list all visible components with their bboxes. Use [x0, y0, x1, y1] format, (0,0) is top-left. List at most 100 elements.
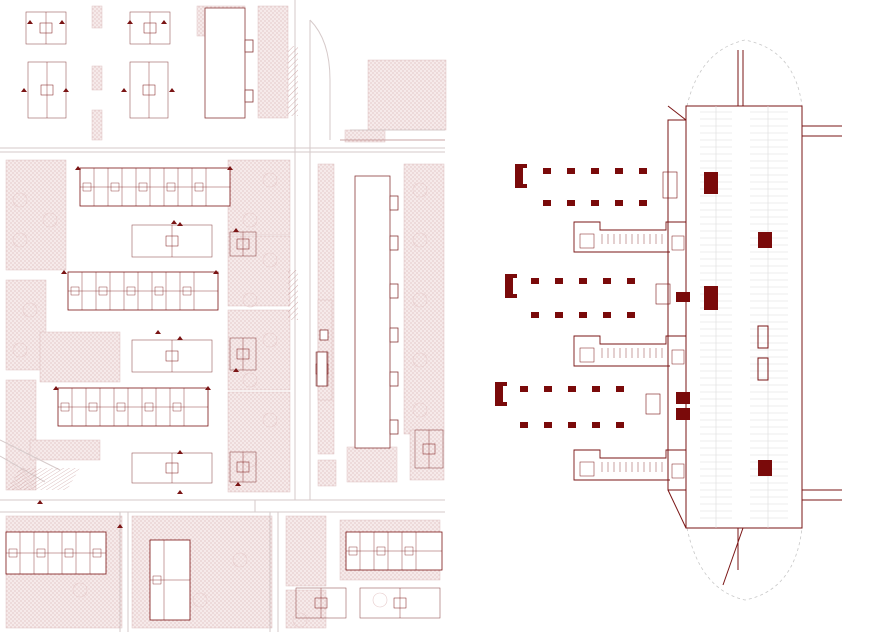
pillar	[568, 422, 576, 428]
stair-core	[154, 286, 164, 296]
pillar	[579, 278, 587, 284]
pillar	[544, 386, 552, 392]
pillar	[555, 312, 563, 318]
solid-block	[676, 292, 690, 302]
hall-outline	[685, 105, 803, 529]
pillar	[591, 200, 599, 206]
small-core	[655, 283, 671, 305]
stair-core	[8, 548, 18, 558]
pillar	[603, 312, 611, 318]
tree	[12, 342, 28, 358]
lift-box	[757, 357, 769, 381]
wing-core	[671, 463, 685, 479]
marker	[37, 500, 43, 504]
pillar	[627, 312, 635, 318]
tree	[412, 352, 428, 368]
wings	[573, 171, 769, 481]
main-hall	[667, 50, 842, 586]
stair-core	[166, 182, 176, 192]
solid-block	[704, 286, 718, 310]
pillar	[579, 312, 587, 318]
marker	[213, 270, 219, 274]
pillar	[520, 422, 528, 428]
road-lines	[0, 0, 445, 632]
stair-core	[138, 182, 148, 192]
stair-core	[98, 286, 108, 296]
pillar	[616, 386, 624, 392]
stair-core	[60, 402, 70, 412]
marker	[117, 524, 123, 528]
corner-edge	[667, 489, 687, 529]
hatch-area	[227, 309, 291, 391]
wing-outline	[573, 221, 686, 253]
stair-core	[194, 182, 204, 192]
wing-room	[579, 347, 595, 363]
hall-side	[667, 119, 687, 491]
pillar	[639, 200, 647, 206]
corner-edge	[667, 105, 687, 121]
hatch-area	[257, 5, 289, 119]
solid-block	[704, 172, 718, 194]
outline-core	[393, 597, 407, 609]
wing-outline	[573, 335, 686, 367]
stair-line	[722, 527, 744, 586]
tree	[42, 212, 58, 228]
pillar	[531, 278, 539, 284]
pillar	[592, 386, 600, 392]
hatch-area	[317, 459, 337, 487]
hatch-area	[227, 391, 291, 493]
solid-block	[758, 460, 772, 476]
marker	[227, 166, 233, 170]
tree	[242, 292, 258, 308]
outline-core	[40, 84, 54, 96]
hatch-area	[227, 235, 291, 307]
outline-core	[314, 597, 328, 609]
marker	[233, 228, 239, 232]
hatch-area	[5, 279, 47, 371]
stair-core	[182, 286, 192, 296]
marker	[235, 482, 241, 486]
stair-core	[126, 286, 136, 296]
stair-core	[92, 548, 102, 558]
solid-block	[676, 408, 690, 420]
marker	[59, 20, 65, 24]
pillar	[567, 200, 575, 206]
marker	[53, 386, 59, 390]
marker	[205, 386, 211, 390]
pillar	[531, 312, 539, 318]
pillar	[543, 200, 551, 206]
long-block	[204, 7, 399, 449]
pillar	[616, 422, 624, 428]
marker-triangles	[21, 20, 241, 528]
solid-block	[676, 392, 690, 404]
floor-plan	[495, 39, 842, 601]
tree	[412, 292, 428, 308]
marker	[27, 20, 33, 24]
tree	[412, 182, 428, 198]
tree	[372, 592, 388, 608]
pillar	[568, 386, 576, 392]
wing-outline	[573, 449, 686, 481]
tree	[192, 592, 208, 608]
marker	[161, 20, 167, 24]
buildings	[5, 11, 444, 621]
hatch-area	[91, 109, 103, 141]
outline-core	[143, 22, 157, 34]
outline-core	[165, 235, 179, 247]
tree	[12, 232, 28, 248]
pillars	[495, 164, 772, 476]
pillar	[520, 386, 528, 392]
stair-core	[88, 402, 98, 412]
lift-box	[757, 325, 769, 349]
hatch-area	[285, 589, 327, 629]
stair-core	[152, 575, 162, 585]
tree	[412, 402, 428, 418]
stair-core	[70, 286, 80, 296]
stair-core	[376, 546, 386, 556]
stair-core	[82, 182, 92, 192]
hatch-area	[346, 446, 398, 483]
tree	[262, 412, 278, 428]
stair-core	[348, 546, 358, 556]
wing-room	[579, 233, 595, 249]
